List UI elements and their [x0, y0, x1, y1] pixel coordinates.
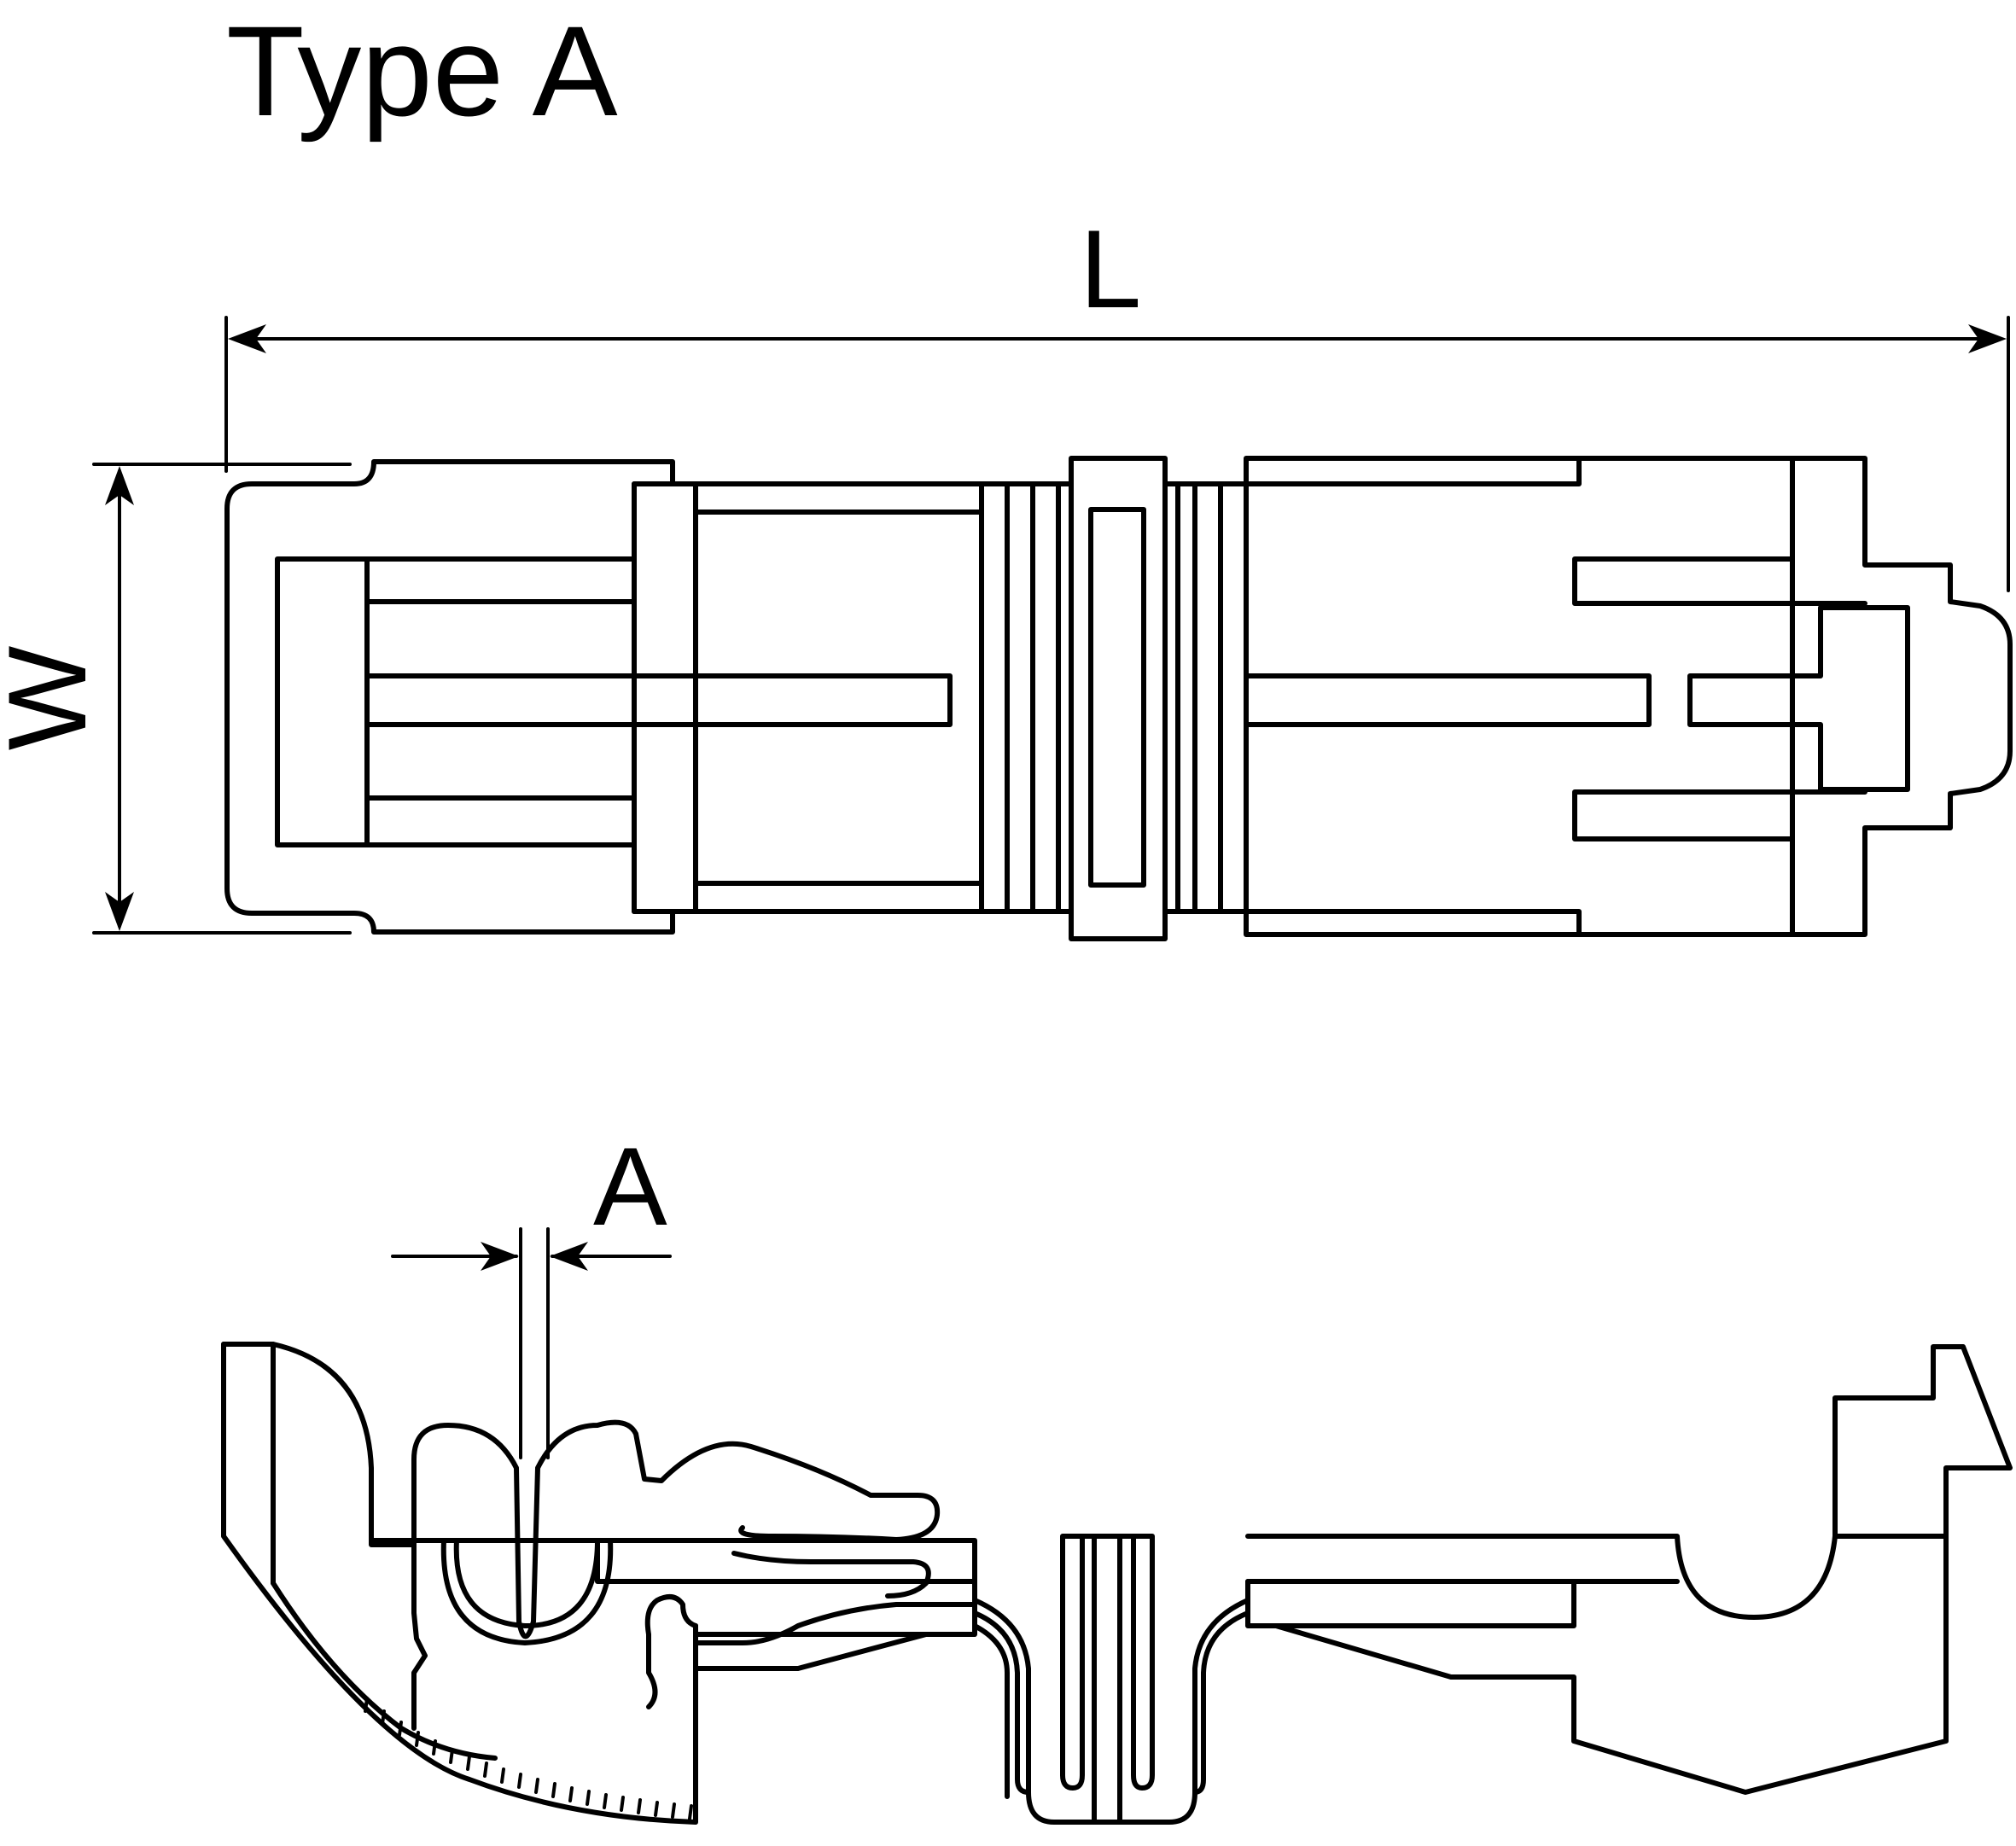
length-arrow-right	[1968, 324, 2007, 353]
right-receptacle-body	[1273, 1344, 2013, 1795]
side-view: A	[221, 1124, 2013, 1825]
left-housing-outline	[224, 459, 675, 935]
right-latch	[1687, 605, 1910, 792]
right-lower-tab	[1572, 789, 1795, 841]
u-bend-inner-right	[1192, 1610, 1250, 1795]
right-housing-outline	[1244, 456, 2013, 937]
left-barrel-inner	[271, 1581, 498, 1761]
right-upper-tab	[1572, 556, 1795, 606]
lower-contact	[608, 1579, 977, 1709]
left-mid-window-frame	[693, 510, 984, 886]
center-post	[1060, 1534, 1155, 1791]
right-receptacle-blade	[1245, 1534, 1949, 1620]
gap-label: A	[593, 1124, 667, 1249]
wire-clip-inner	[453, 1538, 600, 1628]
u-bend-inner-left	[972, 1610, 1031, 1795]
length-dimension: L	[224, 207, 2010, 592]
width-arrow-top	[105, 466, 134, 505]
center-bridge-outer	[1069, 456, 1168, 941]
diagram-title: Type A	[226, 0, 618, 143]
left-inner-slot-upper	[364, 556, 637, 604]
width-label: W	[0, 645, 109, 750]
top-view: L W	[0, 207, 2013, 941]
wire-clip-inner-2	[440, 1538, 614, 1645]
gap-arrow-right	[550, 1242, 588, 1271]
gap-dimension: A	[391, 1124, 672, 1459]
width-dimension: W	[0, 463, 352, 935]
center-post-left	[1060, 1534, 1085, 1791]
left-barrel-curve	[221, 1342, 698, 1825]
left-mid-body	[670, 481, 984, 914]
u-bend-outer	[972, 1598, 1250, 1825]
serrations	[364, 1697, 693, 1820]
right-latch-step	[1790, 601, 1867, 795]
left-barrel-outline	[221, 1342, 428, 1731]
width-arrow-bottom	[105, 892, 134, 931]
left-ribs-frame	[979, 481, 1074, 914]
right-upper-rail	[1244, 456, 1582, 486]
right-receptacle-base	[1245, 1579, 1576, 1628]
right-contact-blade	[1244, 673, 1652, 727]
right-lower-rail	[1244, 909, 1582, 937]
center-bridge-slot	[1088, 507, 1146, 888]
length-label: L	[1080, 207, 1141, 331]
length-arrow-left	[228, 324, 266, 353]
left-contact-blade	[364, 673, 953, 727]
wire-clip	[411, 1419, 941, 1639]
u-bend-inner	[972, 1623, 1010, 1799]
upper-blade-fold	[731, 1551, 931, 1599]
lower-contact-curve	[693, 1602, 977, 1645]
gap-arrow-left	[481, 1242, 519, 1271]
left-inner-slot-lower	[364, 795, 637, 847]
